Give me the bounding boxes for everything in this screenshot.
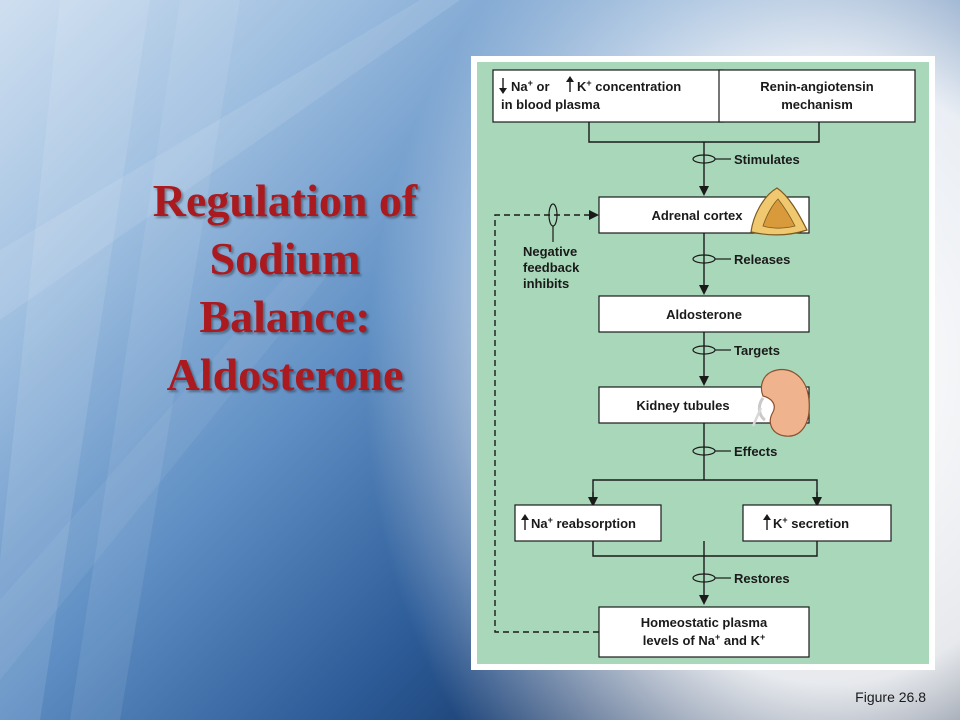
label-inhibits: inhibits	[523, 276, 569, 291]
label-targets: Targets	[734, 343, 780, 358]
label-releases: Releases	[734, 252, 790, 267]
adrenal-gland-icon	[750, 187, 808, 236]
increase-arrow-icon	[763, 514, 771, 530]
box-homeostatic-levels: Homeostatic plasma levels of Na+ and K+	[598, 606, 810, 658]
homeostatic-line-2: levels of Na+ and K+	[643, 632, 766, 648]
stimulus-line-1b: K+ concentration	[577, 78, 681, 94]
title-line-2: Sodium	[209, 233, 361, 284]
box-k-secretion: K+ secretion	[742, 504, 892, 542]
stimulus-line-2: in blood plasma	[501, 97, 601, 112]
label-restores: Restores	[734, 571, 790, 586]
diagram-panel	[477, 62, 929, 664]
box-stimulus: Na+ or K+ concentration in blood plasma	[492, 69, 724, 123]
title-line-4: Aldosterone	[166, 349, 404, 400]
kidney-label: Kidney tubules	[636, 398, 729, 413]
figure-caption: Figure 26.8	[855, 689, 926, 705]
label-effects: Effects	[734, 444, 777, 459]
k-secretion-label: K+ secretion	[773, 515, 849, 531]
box-aldosterone: Aldosterone	[598, 295, 810, 333]
title-line-3: Balance:	[199, 291, 371, 342]
box-na-reabsorption: Na+ reabsorption	[514, 504, 662, 542]
label-negative: Negative	[523, 244, 577, 259]
box-renin-angiotensin: Renin-angiotensin mechanism	[718, 69, 916, 123]
title-line-1: Regulation of	[152, 175, 418, 226]
slide-title: Regulation of Sodium Balance: Aldosteron…	[100, 172, 470, 404]
kidney-icon	[751, 368, 810, 437]
adrenal-label: Adrenal cortex	[651, 208, 743, 223]
stimulus-line-1: Na+ or	[511, 78, 550, 94]
negative-feedback-loop	[494, 210, 599, 633]
merge-connector-bottom	[592, 541, 818, 557]
renin-line-1: Renin-angiotensin	[760, 79, 873, 94]
label-feedback: feedback	[523, 260, 580, 275]
aldosterone-label: Aldosterone	[666, 307, 742, 322]
decrease-arrow-icon	[499, 78, 507, 94]
homeostatic-line-1: Homeostatic plasma	[641, 615, 768, 630]
label-stimulates: Stimulates	[734, 152, 800, 167]
increase-arrow-icon	[521, 514, 529, 530]
aldosterone-flowchart: Na+ or K+ concentration in blood plasma …	[471, 56, 935, 670]
renin-line-2: mechanism	[781, 97, 853, 112]
increase-arrow-icon	[566, 76, 574, 92]
flowchart-svg: Na+ or K+ concentration in blood plasma …	[477, 62, 929, 664]
na-reabsorption-label: Na+ reabsorption	[531, 515, 636, 531]
